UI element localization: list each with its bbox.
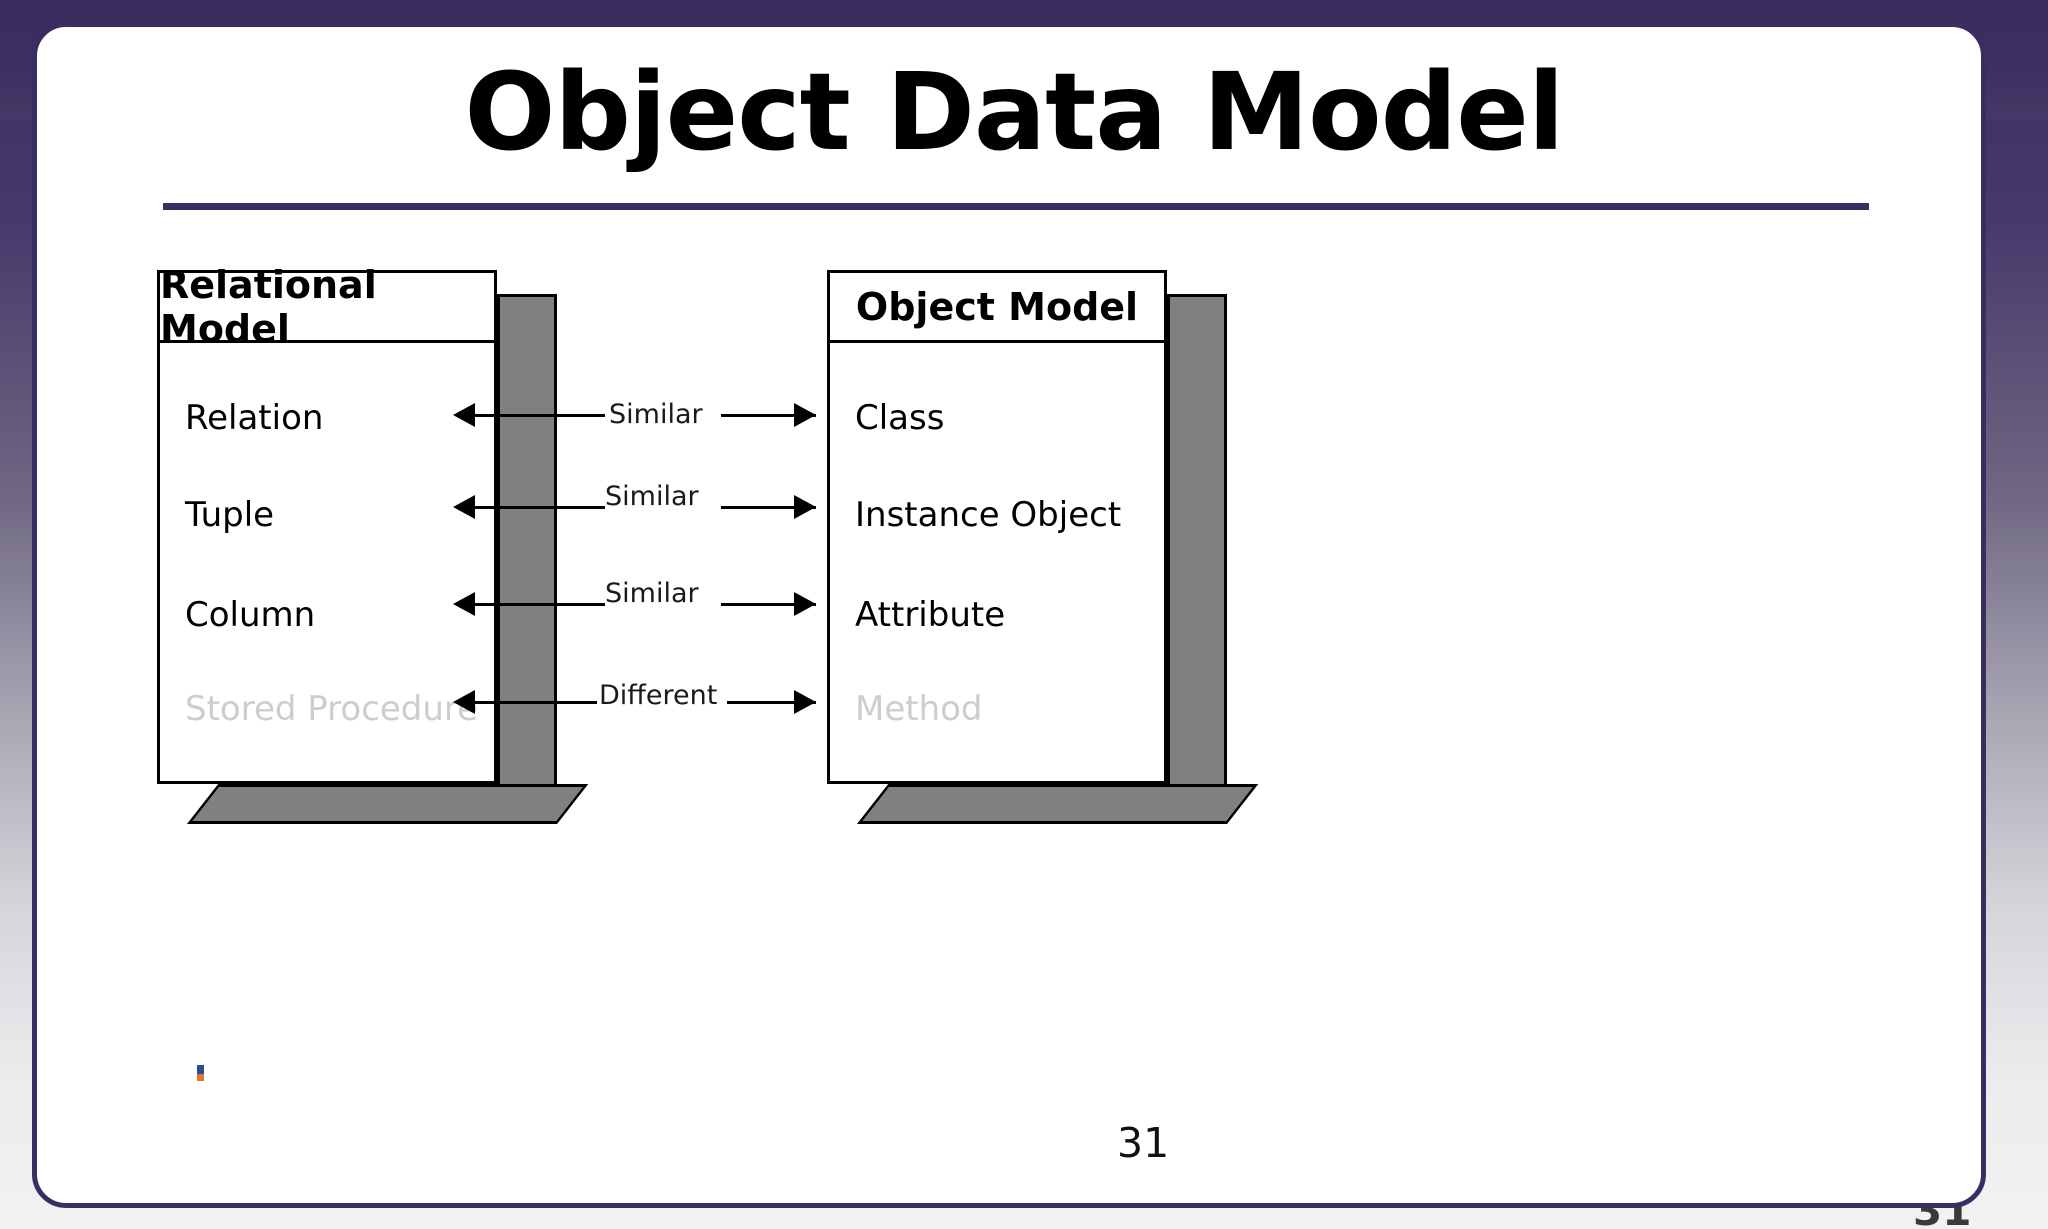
left-panel-side-slab [497, 294, 557, 824]
page-title: Object Data Model [464, 51, 1564, 175]
connector-line-left [475, 506, 605, 509]
connector-row-4: Different [37, 680, 1981, 722]
connector-row-1: Similar [37, 395, 1981, 435]
connector-line-right [721, 414, 816, 417]
right-row-label-attribute: Attribute [855, 595, 1006, 635]
arrow-head-right-icon [794, 495, 816, 519]
connector-label-3: Similar [605, 578, 699, 609]
arrow-head-left-icon [453, 403, 475, 427]
connector-line-left [475, 603, 605, 606]
right-row-label-method: Method [855, 689, 983, 729]
arrow-head-left-icon [453, 592, 475, 616]
right-panel-face: Object Model [827, 270, 1167, 784]
connector-line-left [475, 414, 605, 417]
arrow-head-left-icon [453, 495, 475, 519]
left-panel-bottom-slab [187, 784, 589, 824]
object-data-model-diagram: Relational Model Relation Tuple Column S… [37, 27, 1981, 1203]
page-number: 31 [1117, 1119, 1170, 1167]
arrow-head-left-icon [453, 690, 475, 714]
page-title-block: Object Data Model [37, 51, 1981, 175]
arrow-head-right-icon [794, 403, 816, 427]
slide-card: Object Data Model Relational Model Relat… [32, 22, 1986, 1208]
connector-label-1: Similar [609, 399, 703, 430]
right-panel-header: Object Model [830, 273, 1164, 343]
connector-line-right [721, 506, 816, 509]
arrow-head-right-icon [794, 592, 816, 616]
connector-row-3: Similar [37, 578, 1981, 624]
right-row-label-instance-object: Instance Object [855, 495, 1122, 535]
left-panel-header: Relational Model [160, 263, 494, 351]
connector-line-left [475, 701, 597, 704]
left-row-label-column: Column [185, 595, 316, 635]
connector-row-2: Similar [37, 481, 1981, 527]
left-row-label-stored-procedure: Stored Procedure [185, 689, 479, 729]
left-row-label-relation: Relation [185, 398, 324, 438]
connector-line-right [727, 701, 816, 704]
right-panel-side-slab [1167, 294, 1227, 824]
stray-artifact-mark [197, 1065, 204, 1081]
left-row-label-tuple: Tuple [185, 495, 275, 535]
right-panel-bottom-slab [857, 784, 1259, 824]
connector-label-4: Different [599, 680, 718, 711]
connector-line-right [721, 603, 816, 606]
arrow-head-right-icon [794, 690, 816, 714]
connector-label-2: Similar [605, 481, 699, 512]
title-underline [163, 203, 1869, 210]
left-panel-face: Relational Model [157, 263, 497, 784]
left-panel-header-text: Relational Model [160, 262, 377, 351]
right-row-label-class: Class [855, 398, 945, 438]
right-panel-header-text: Object Model [855, 284, 1139, 329]
